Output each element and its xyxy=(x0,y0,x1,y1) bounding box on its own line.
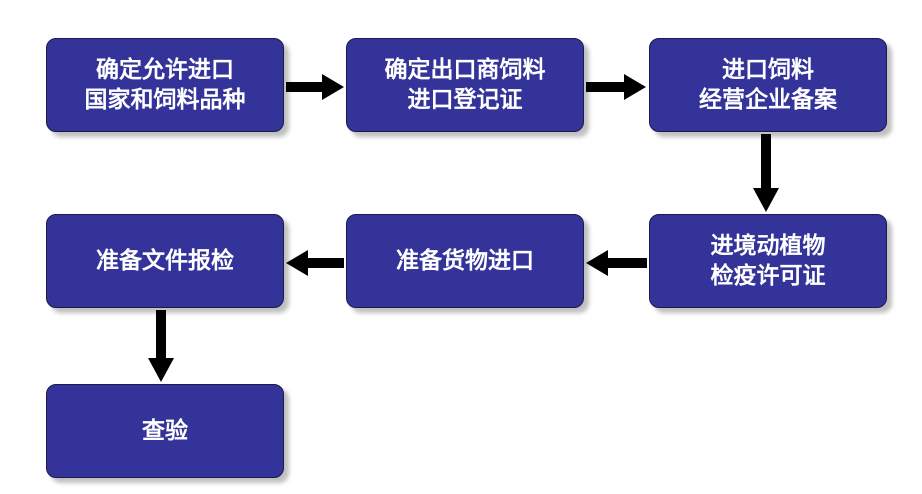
step-box-5: 准备货物进口 xyxy=(346,214,584,308)
step-4-line-1: 进境动植物 xyxy=(710,233,826,259)
step-box-3: 进口饲料 经营企业备案 xyxy=(649,38,887,132)
arrow-step6-to-step7 xyxy=(148,310,174,382)
step-7-line-1: 查验 xyxy=(142,418,188,444)
step-2-line-2: 进口登记证 xyxy=(407,87,523,113)
step-box-1: 确定允许进口 国家和饲料品种 xyxy=(46,38,284,132)
step-4-line-2: 检疫许可证 xyxy=(710,263,826,289)
arrow-step5-to-step6 xyxy=(286,250,344,276)
step-box-7: 查验 xyxy=(46,384,284,478)
step-6-line-1: 准备文件报检 xyxy=(96,248,234,274)
step-5-line-1: 准备货物进口 xyxy=(396,248,534,274)
step-3-line-1: 进口饲料 xyxy=(722,57,814,83)
arrow-step2-to-step3 xyxy=(586,74,646,100)
arrow-step3-to-step4 xyxy=(753,134,779,212)
step-1-line-1: 确定允许进口 xyxy=(96,57,234,83)
step-box-4: 进境动植物 检疫许可证 xyxy=(649,214,887,308)
arrow-step4-to-step5 xyxy=(586,250,647,276)
arrow-step1-to-step2 xyxy=(286,74,344,100)
step-2-line-1: 确定出口商饲料 xyxy=(384,57,546,83)
step-1-line-2: 国家和饲料品种 xyxy=(84,87,246,113)
step-box-2: 确定出口商饲料 进口登记证 xyxy=(346,38,584,132)
step-3-line-2: 经营企业备案 xyxy=(699,87,837,113)
step-box-6: 准备文件报检 xyxy=(46,214,284,308)
